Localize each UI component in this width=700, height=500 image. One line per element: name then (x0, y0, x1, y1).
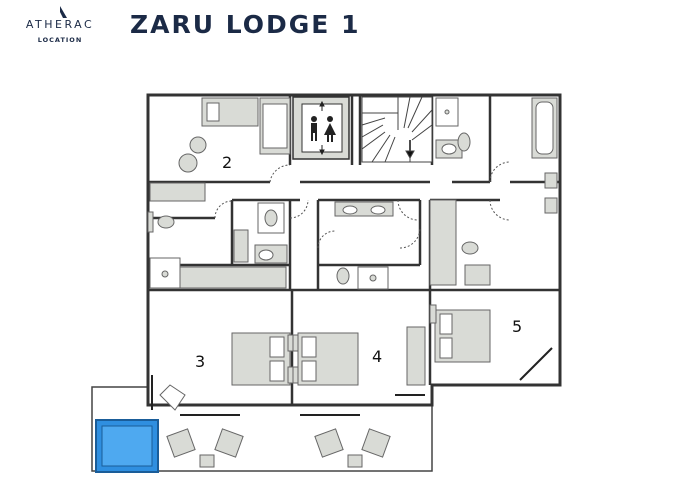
sink (233, 229, 249, 263)
room-number-4: 4 (372, 347, 382, 366)
vanity (179, 266, 287, 289)
toilet-2 (336, 267, 350, 285)
room-number-2: 2 (222, 153, 232, 172)
chair (189, 136, 207, 154)
room-number-5: 5 (512, 317, 522, 336)
toilet (157, 215, 175, 229)
toilet-3 (457, 132, 471, 152)
staircase (361, 96, 433, 163)
brand-mark-icon (60, 6, 67, 18)
closet (429, 199, 457, 286)
brand-logo: ATHERAC LOCATION (22, 6, 98, 44)
lounge-chair (214, 428, 244, 458)
brand-name: ATHERAC (25, 18, 95, 31)
lounge-chair (314, 428, 344, 458)
side-table (199, 454, 215, 468)
door-swings (214, 161, 511, 249)
page-title: ZARU LODGE 1 (130, 10, 361, 39)
lift-people-icon (311, 116, 336, 142)
lounge-chair (361, 428, 391, 458)
side-table (347, 454, 363, 468)
armchair-3 (159, 384, 186, 411)
room-number-3: 3 (195, 352, 205, 371)
interior-walls (148, 95, 560, 405)
lounge-chair (166, 428, 196, 458)
wardrobe-5 (406, 326, 426, 386)
side-table (178, 153, 198, 173)
brand-subtitle: LOCATION (37, 36, 83, 44)
counter (149, 182, 206, 202)
